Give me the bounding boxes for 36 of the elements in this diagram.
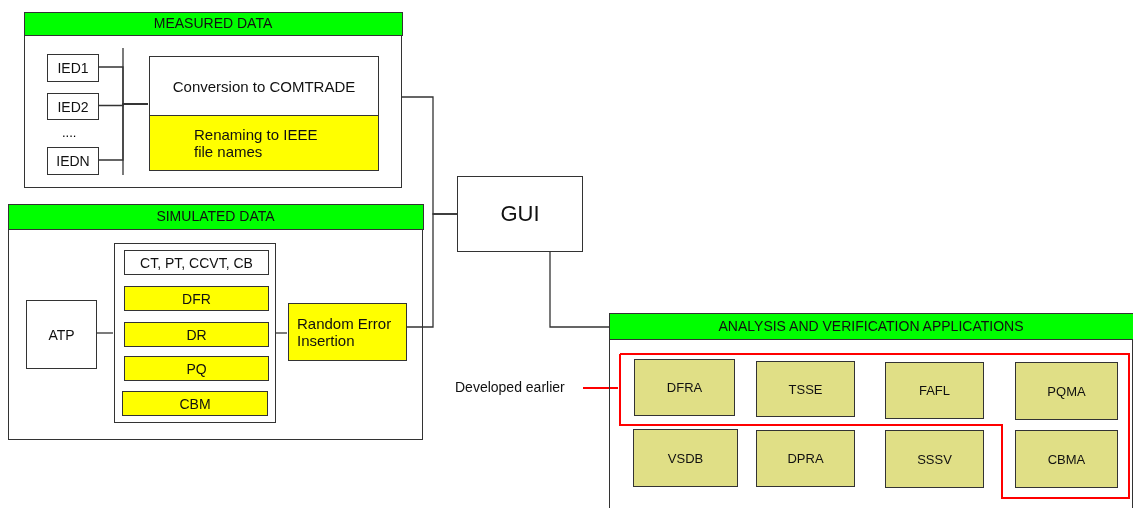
- connector-line: [274, 332, 288, 334]
- section-panel: [8, 204, 423, 440]
- process-box: DFR: [124, 286, 269, 311]
- process-box: IED1: [47, 54, 99, 82]
- process-box: CBM: [122, 391, 268, 416]
- connector-line: [405, 213, 458, 328]
- process-box: ATP: [26, 300, 97, 369]
- process-box: GUI: [457, 176, 583, 252]
- process-box: DR: [124, 322, 269, 347]
- process-box: IED2: [47, 93, 99, 120]
- process-box: CT, PT, CCVT, CB: [124, 250, 269, 275]
- container-box: [114, 243, 276, 423]
- process-box: PQ: [124, 356, 269, 381]
- application-box: PQMA: [1015, 362, 1118, 420]
- leader-line: [582, 387, 619, 389]
- application-box: VSDB: [633, 429, 738, 487]
- section-panel: [24, 12, 402, 188]
- connector-line: [549, 251, 610, 328]
- application-box: DPRA: [756, 430, 855, 487]
- process-box: Random Error Insertion: [288, 303, 407, 361]
- connector-line: [95, 332, 114, 334]
- annotation-text: Developed earlier: [455, 376, 585, 398]
- application-box: TSSE: [756, 361, 855, 417]
- application-box: FAFL: [885, 362, 984, 419]
- connector-line: [97, 103, 149, 161]
- process-box: Renaming to IEEE file names: [149, 115, 379, 171]
- section-header: ANALYSIS AND VERIFICATION APPLICATIONS: [608, 312, 1133, 340]
- application-box: CBMA: [1015, 430, 1118, 488]
- section-panel: [609, 313, 1133, 508]
- process-box: IEDN: [47, 147, 99, 175]
- ellipsis-text: ....: [62, 125, 77, 140]
- section-header: MEASURED DATA: [23, 11, 403, 36]
- application-box: SSSV: [885, 430, 984, 488]
- application-box: DFRA: [634, 359, 735, 416]
- process-box: Conversion to COMTRADE: [149, 56, 379, 116]
- section-header: SIMULATED DATA: [7, 203, 424, 230]
